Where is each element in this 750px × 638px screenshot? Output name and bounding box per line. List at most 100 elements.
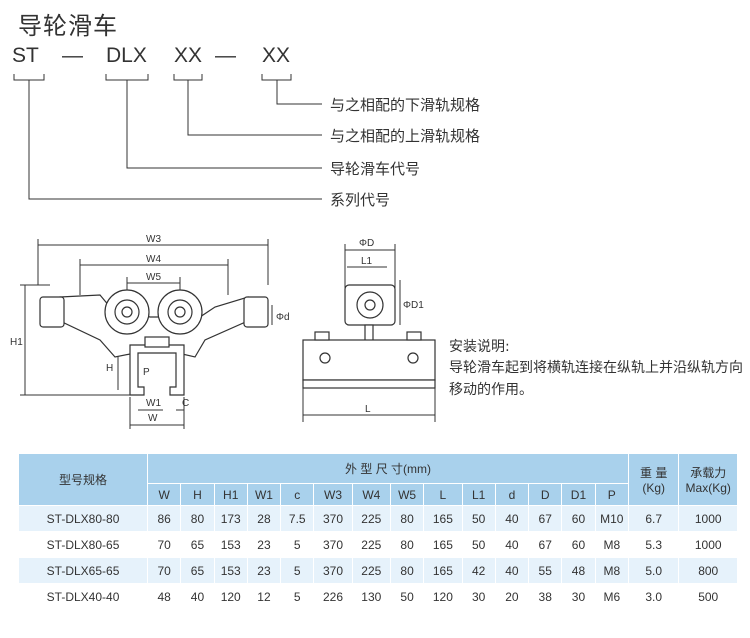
table-cell: M8	[594, 531, 630, 558]
col-header: d	[494, 483, 530, 506]
code-series: ST	[12, 44, 39, 67]
legend-series-code: 系列代号	[330, 191, 391, 209]
page-title: 导轮滑车	[18, 12, 118, 40]
table-cell: 120	[423, 583, 463, 610]
table-cell: 370	[313, 531, 353, 558]
table-cell: 70	[147, 531, 182, 558]
table-cell-model: ST-DLX80-80	[17, 505, 149, 532]
table-cell: 153	[213, 557, 248, 584]
label-phi-d1: ΦD1	[403, 300, 424, 311]
table-cell: 30	[461, 583, 496, 610]
table-cell: 120	[213, 583, 248, 610]
table-cell: M10	[594, 505, 630, 532]
table-cell: 50	[461, 531, 496, 558]
table-cell: 130	[351, 583, 391, 610]
header-weight: 重 量 (Kg)	[628, 453, 680, 506]
table-cell: 165	[423, 557, 463, 584]
table-cell-model: ST-DLX80-65	[17, 531, 149, 558]
table-cell: 42	[461, 557, 496, 584]
table-cell: 80	[389, 531, 425, 558]
table-cell: 5.3	[628, 531, 680, 558]
col-header: W5	[389, 483, 425, 506]
table-cell: 60	[561, 531, 596, 558]
col-header: P	[594, 483, 630, 506]
table-cell: 50	[461, 505, 496, 532]
label-h1: H1	[10, 337, 23, 348]
table-cell: 5.0	[628, 557, 680, 584]
table-cell: 28	[246, 505, 282, 532]
table-cell: 50	[389, 583, 425, 610]
table-cell: 225	[351, 557, 391, 584]
table-cell: 67	[528, 531, 563, 558]
table-cell: 5	[280, 557, 315, 584]
table-cell: 40	[494, 557, 530, 584]
label-p: P	[143, 367, 150, 378]
table-cell: M8	[594, 557, 630, 584]
front-view-drawing: W3 W4 W5 H1 H W1 C W Φd P	[10, 234, 290, 429]
table-cell: 3.0	[628, 583, 680, 610]
table-cell: 165	[423, 505, 463, 532]
col-header: W	[147, 483, 182, 506]
table-cell: 173	[213, 505, 248, 532]
col-header: H	[180, 483, 215, 506]
col-header: W1	[246, 483, 282, 506]
table-cell: M6	[594, 583, 630, 610]
table-cell: 23	[246, 557, 282, 584]
code-product: DLX	[106, 44, 147, 67]
table-cell: 370	[313, 505, 353, 532]
table-cell: 370	[313, 557, 353, 584]
table-cell: 225	[351, 531, 391, 558]
table-cell: 48	[561, 557, 596, 584]
table-cell: 40	[180, 583, 215, 610]
table-cell: 226	[313, 583, 353, 610]
label-w1: W1	[146, 398, 161, 409]
code-lower-rail: XX	[262, 44, 291, 67]
spec-table: 型号规格 外 型 尺 寸(mm) 重 量 (Kg) 承载力 Max(Kg) W …	[17, 453, 738, 610]
code-dash-1: —	[62, 44, 83, 67]
table-cell: 5	[280, 531, 315, 558]
header-load: 承载力 Max(Kg)	[678, 453, 738, 506]
col-header: H1	[213, 483, 248, 506]
table-cell: 38	[528, 583, 563, 610]
table-cell: 48	[147, 583, 182, 610]
col-header: c	[280, 483, 315, 506]
legend-upper-rail: 与之相配的上滑轨规格	[330, 127, 481, 145]
table-cell: 7.5	[280, 505, 315, 532]
col-header: D1	[561, 483, 596, 506]
table-cell: 153	[213, 531, 248, 558]
header-load-label: 承载力	[690, 466, 727, 480]
col-header: D	[528, 483, 563, 506]
table-cell-model: ST-DLX40-40	[17, 583, 149, 610]
table-cell: 40	[494, 505, 530, 532]
table-cell: 65	[180, 531, 215, 558]
table-cell: 80	[389, 505, 425, 532]
label-phi-d: Φd	[276, 312, 290, 323]
install-title: 安装说明:	[449, 339, 510, 355]
code-leader-lines	[13, 74, 322, 200]
label-phi-D: ΦD	[359, 238, 374, 249]
table-cell: 1000	[678, 531, 738, 558]
col-header: L1	[461, 483, 496, 506]
label-l: L	[365, 404, 371, 415]
table-cell: 80	[180, 505, 215, 532]
code-dash-2: —	[215, 44, 236, 67]
label-l1: L1	[361, 256, 373, 267]
table-cell: 225	[351, 505, 391, 532]
header-load-unit: Max(Kg)	[685, 481, 731, 495]
table-cell: 5	[280, 583, 315, 610]
table-cell: 86	[147, 505, 182, 532]
table-cell: 500	[678, 583, 738, 610]
table-cell: 67	[528, 505, 563, 532]
label-h: H	[106, 363, 113, 374]
label-w5: W5	[146, 272, 161, 283]
label-w: W	[148, 413, 158, 424]
table-cell: 70	[147, 557, 182, 584]
table-cell: 80	[389, 557, 425, 584]
code-upper-rail: XX	[174, 44, 203, 67]
table-cell: 12	[246, 583, 282, 610]
header-dimensions: 外 型 尺 寸(mm)	[147, 453, 630, 484]
col-header: W4	[351, 483, 391, 506]
